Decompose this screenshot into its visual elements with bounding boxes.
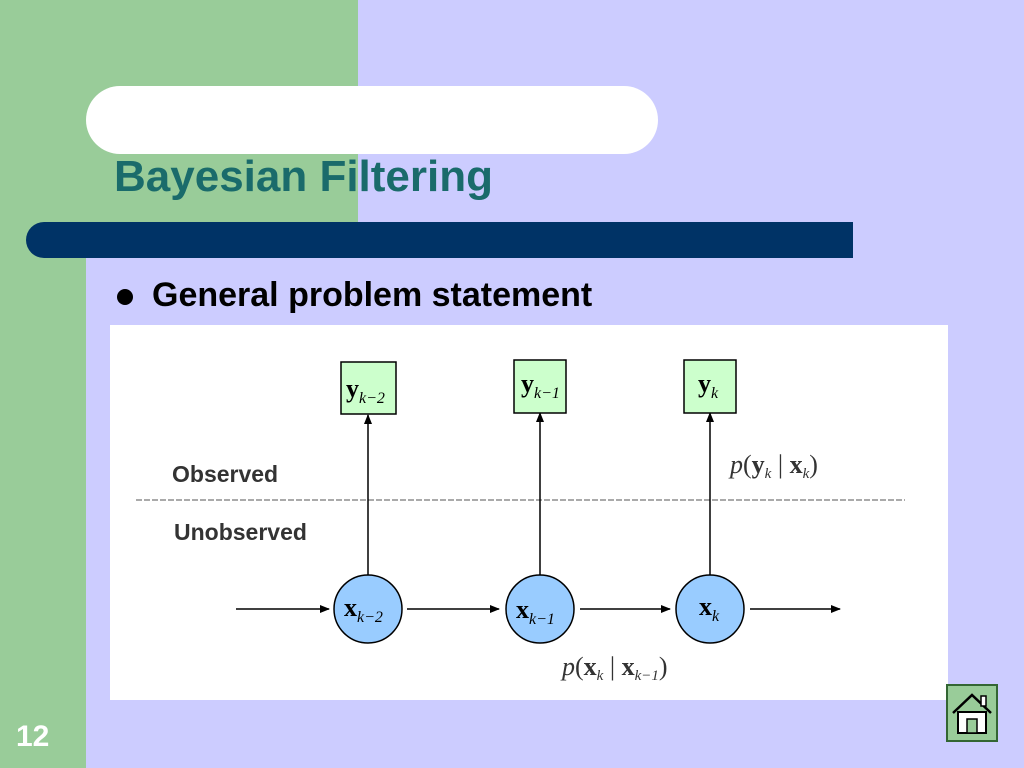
state-symbol: x [344,593,357,622]
observation-node: yk [683,359,737,414]
measurement-model-label: p(yk | xk) [728,450,818,482]
home-button[interactable] [946,684,998,742]
title-underline-bar [26,222,853,258]
observation-symbol: y [521,369,534,398]
home-icon [952,693,992,734]
observation-subscript: k−2 [359,390,385,407]
svg-text:yk−1: yk−1 [521,369,560,402]
slide-number: 12 [16,720,50,753]
slide-title: Bayesian Filtering [114,152,494,201]
transition-model-label: p(xk | xk−1) [560,652,668,684]
state-node: xk−2 [333,574,403,644]
state-subscript: k−1 [529,611,555,628]
observation-subscript: k−1 [534,385,560,402]
observation-node: yk−1 [513,359,567,414]
observation-symbol: y [346,374,359,403]
observed-label: Observed [172,461,278,487]
svg-text:xk−2: xk−2 [344,593,383,626]
bullet-marker [117,289,133,305]
state-subscript: k [712,608,720,625]
state-node: xk−1 [505,574,575,644]
state-symbol: x [699,592,712,621]
state-node: xk [675,574,745,644]
svg-text:yk−2: yk−2 [346,374,385,407]
observation-node: yk−2 [340,361,397,415]
svg-text:xk: xk [699,592,720,625]
observation-subscript: k [711,385,719,402]
unobserved-label: Unobserved [174,519,307,545]
diagram-panel: Observed Unobserved yk−2 yk−1 yk [110,325,948,700]
observation-symbol: y [698,369,711,398]
svg-text:xk−1: xk−1 [516,595,555,628]
title-pill-decor [86,86,658,154]
svg-text:yk: yk [698,369,719,402]
state-subscript: k−2 [357,609,383,626]
bullet-text: General problem statement [152,276,593,314]
diagram-svg: Observed Unobserved yk−2 yk−1 yk [136,359,905,684]
left-decor-band [0,0,86,768]
state-symbol: x [516,595,529,624]
